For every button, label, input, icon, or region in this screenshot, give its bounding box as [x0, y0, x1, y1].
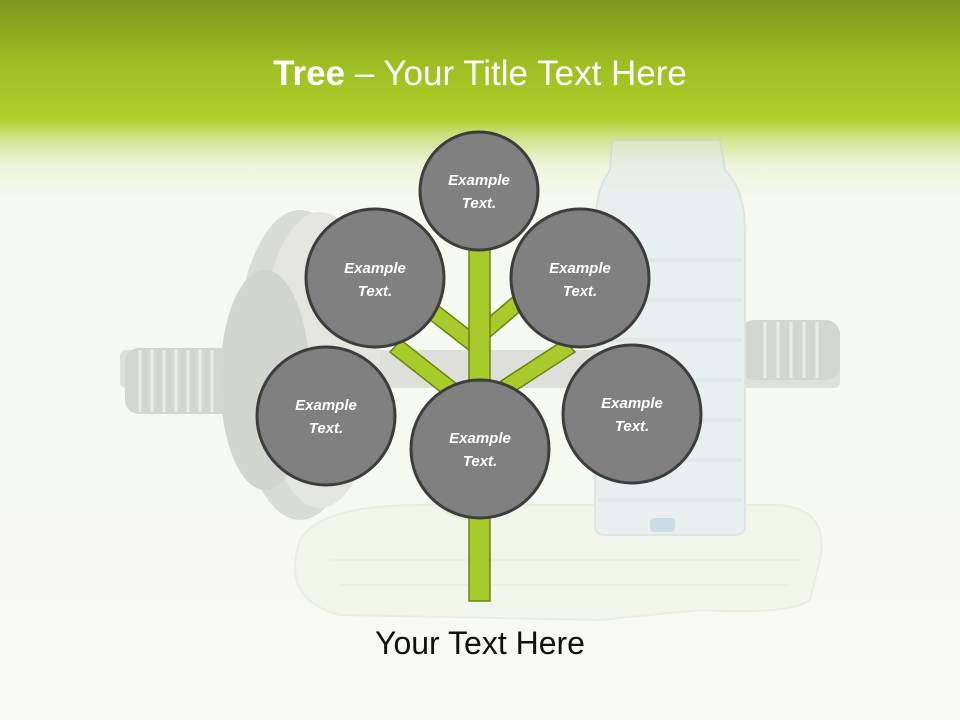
node-top	[418, 130, 540, 252]
node-upper-left-line2: Text.	[358, 283, 392, 300]
node-lower-right	[561, 343, 703, 485]
node-lower-left-line2: Text.	[309, 420, 343, 437]
node-center-line2: Text.	[463, 453, 497, 470]
title-regular-part: – Your Title Text Here	[345, 54, 687, 93]
node-upper-left	[304, 207, 446, 349]
slide-title: Tree – Your Title Text Here	[0, 52, 960, 96]
node-center-line1: Example	[449, 430, 511, 447]
node-lower-right-line2: Text.	[615, 418, 649, 435]
node-labels: Example Text. Example Text. Example Text…	[295, 172, 663, 470]
slide-caption: Your Text Here	[375, 625, 585, 661]
node-center	[409, 378, 551, 520]
node-top-line2: Text.	[462, 195, 496, 212]
tree-nodes	[255, 130, 703, 520]
branch-lower-right	[499, 339, 577, 394]
node-lower-left	[255, 345, 397, 487]
node-upper-right-line2: Text.	[563, 283, 597, 300]
title-bold-part: Tree	[273, 54, 346, 93]
node-lower-left-line1: Example	[295, 397, 357, 414]
node-upper-left-line1: Example	[344, 260, 406, 277]
node-lower-right-line1: Example	[601, 395, 663, 412]
node-upper-right	[509, 207, 651, 349]
node-upper-right-line1: Example	[549, 260, 611, 277]
node-top-line1: Example	[448, 172, 510, 189]
